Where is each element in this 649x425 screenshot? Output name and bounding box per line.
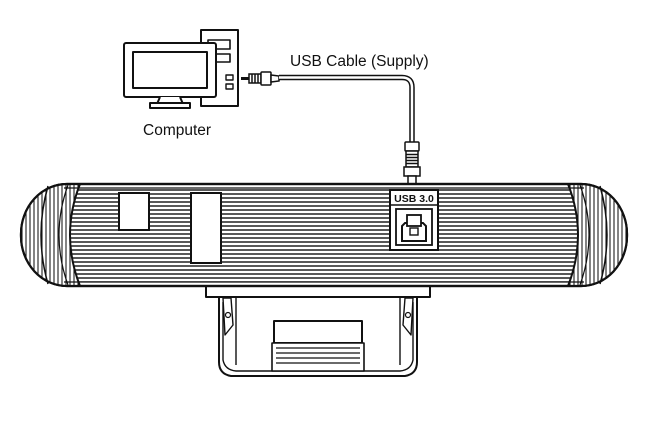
small-window (118, 192, 150, 231)
computer-label: Computer (143, 122, 211, 139)
camera-body (19, 182, 629, 288)
camera-mount (205, 283, 431, 377)
tower-usb-port-1 (225, 74, 234, 81)
usb-port[interactable]: USB 3.0 (389, 189, 439, 251)
usb-port-label: USB 3.0 (394, 193, 434, 205)
monitor-screen (132, 51, 208, 89)
tower-usb-port-2 (225, 83, 234, 90)
monitor-stand (149, 102, 191, 109)
usb-plug-computer-icon (241, 71, 280, 86)
lens-window (190, 192, 222, 264)
cable-label: USB Cable (Supply) (290, 53, 429, 70)
computer-icon (123, 29, 239, 109)
camera-body-features (118, 192, 222, 264)
usb-cable (279, 74, 415, 142)
usb-plug-camera-icon (403, 141, 421, 185)
usb-type-b-icon (395, 208, 433, 246)
